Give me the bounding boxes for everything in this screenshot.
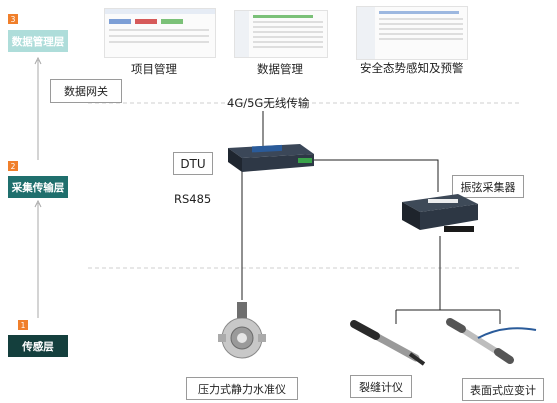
- crack-meter-box: 裂缝计仪: [350, 375, 412, 398]
- vibrating-collector-box: 振弦采集器: [452, 175, 524, 198]
- sensing-layer: 传感层: [8, 335, 68, 357]
- project-mgmt-label: 项目管理: [131, 62, 177, 76]
- data-mgmt-screenshot: [234, 10, 328, 58]
- level-sensor-image: [214, 300, 270, 362]
- strain-gauge-image: [444, 314, 540, 370]
- layer-3-badge: 3: [8, 14, 18, 24]
- project-mgmt-screenshot: [104, 8, 216, 58]
- crack-meter-image: [346, 318, 430, 368]
- layer-1-badge: 1: [18, 320, 28, 330]
- collection-transmission-layer: 采集传输层: [8, 176, 68, 198]
- safety-screenshot: [356, 6, 468, 60]
- level-sensor-box: 压力式静力水准仪: [186, 377, 298, 400]
- wireless-label: 4G/5G无线传输: [227, 96, 310, 110]
- dtu-device-image: [222, 140, 316, 174]
- data-mgmt-label: 数据管理: [257, 62, 303, 76]
- layer-2-badge: 2: [8, 161, 18, 171]
- safety-label: 安全态势感知及预警: [360, 61, 464, 75]
- strain-gauge-box: 表面式应变计: [462, 378, 544, 401]
- dtu-box: DTU: [173, 152, 213, 175]
- data-gateway-box: 数据网关: [50, 79, 122, 103]
- collector-device-image: [398, 190, 482, 236]
- rs485-label: RS485: [174, 192, 212, 206]
- data-management-layer: 数据管理层: [8, 30, 68, 52]
